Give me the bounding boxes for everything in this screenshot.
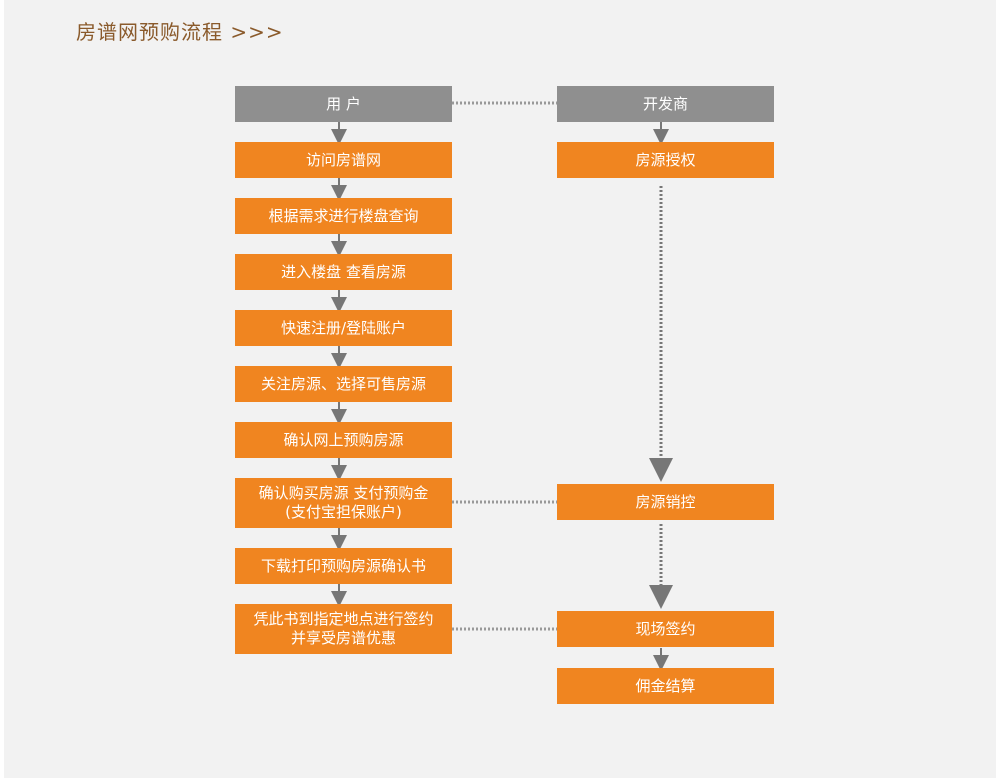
- developer-step-4: 佣金结算: [557, 668, 774, 704]
- user-step-1: 访问房谱网: [235, 142, 452, 178]
- user-step-2: 根据需求进行楼盘查询: [235, 198, 452, 234]
- user-step-5: 关注房源、选择可售房源: [235, 366, 452, 402]
- connectors: [331, 101, 673, 671]
- developer-step-2: 房源销控: [557, 484, 774, 520]
- user-step-6: 确认网上预购房源: [235, 422, 452, 458]
- user-step-7: 确认购买房源 支付预购金 (支付宝担保账户): [235, 478, 452, 528]
- developer-step-3: 现场签约: [557, 611, 774, 647]
- user-step-8: 下载打印预购房源确认书: [235, 548, 452, 584]
- user-column-header: 用 户: [235, 86, 452, 122]
- user-step-4: 快速注册/登陆账户: [235, 310, 452, 346]
- flowchart-canvas: 房谱网预购流程 >>> 用 户 访问房谱网 根据需求进行楼盘查询 进入楼盘 查看…: [4, 0, 996, 778]
- developer-column-header: 开发商: [557, 86, 774, 122]
- user-step-9: 凭此书到指定地点进行签约 并享受房谱优惠: [235, 604, 452, 654]
- developer-step-1: 房源授权: [557, 142, 774, 178]
- page-title: 房谱网预购流程 >>>: [76, 20, 284, 44]
- user-step-3: 进入楼盘 查看房源: [235, 254, 452, 290]
